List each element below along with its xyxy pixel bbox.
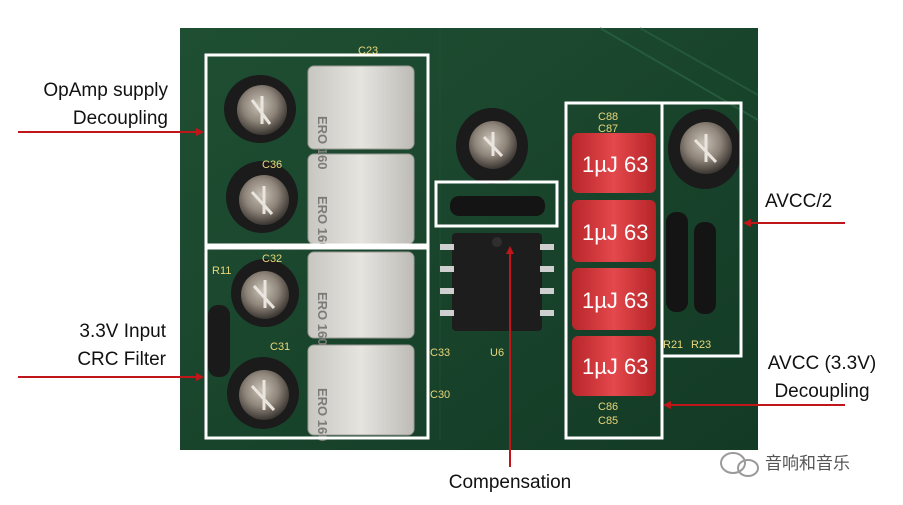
red-capacitor-group [572,133,656,396]
watermark-text: 音响和音乐 [765,454,850,473]
electrolytic-capacitor [668,109,742,189]
avcc-half-box [660,101,743,358]
electrolytic-capacitor [231,259,299,327]
label-r11: R11 [212,265,231,277]
resistor [666,212,688,312]
callout-input-filter: 3.3V Input CRC Filter [10,318,166,374]
callout-line: 3.3V Input [79,321,166,342]
callout-line: CRC Filter [77,349,166,370]
opamp-ic [440,233,554,331]
capacitor-markings: 1µJ 63 1µJ 63 1µJ 63 1µJ 63 [582,152,649,379]
cap-marking: 1µJ 63 [582,354,649,379]
label-r21: R21 [663,339,683,351]
highlight-boxes [204,53,743,440]
label-c23: C23 [358,45,378,57]
electrolytic-capacitor [227,357,299,429]
electrolytic-capacitor [456,108,528,184]
film-capacitor [307,65,415,150]
label-c87: C87 [598,123,618,135]
electrolytic-capacitor [226,161,298,233]
svg-text:ERO 160: ERO 160 [315,388,330,441]
input-filter-box [204,246,430,440]
callout-line: Decoupling [72,108,168,129]
label-c30: C30 [430,389,450,401]
opamp-decoupling-box [204,53,430,247]
label-c31: C31 [270,341,290,353]
callout-line: Decoupling [774,381,870,402]
callout-line: OpAmp supply [43,80,168,101]
callout-avcc-half: AVCC/2 [765,191,833,212]
label-c32: C32 [262,253,282,265]
resistor [208,305,230,377]
callout-line: AVCC (3.3V) [767,353,877,374]
label-c33: C33 [430,347,450,359]
cap-marking: 1µJ 63 [582,288,649,313]
callout-opamp-decoupling: OpAmp supply Decoupling [10,77,168,133]
svg-text:ERO 160: ERO 160 [315,292,330,345]
compensation-resistor [450,196,545,216]
compensation-box [434,180,559,228]
film-capacitor [307,344,415,436]
silkscreen: C23 C36 C32 R11 C31 C33 U6 C30 C88 C87 C… [212,45,711,427]
callout-arrows [18,128,845,467]
label-c86: C86 [598,401,618,413]
label-c88: C88 [598,111,618,123]
resistor [694,222,716,314]
svg-text:ERO 160: ERO 160 [315,196,330,249]
label-c36: C36 [262,159,282,171]
cap-marking: 1µJ 63 [582,152,649,177]
label-r23: R23 [691,339,711,351]
watermark-logo-icon [720,452,759,477]
svg-text:ERO 160: ERO 160 [315,116,330,169]
label-c85: C85 [598,415,618,427]
callout-avcc-decoupling: AVCC (3.3V) Decoupling [755,350,889,406]
callout-compensation: Compensation [448,472,572,493]
label-u6: U6 [490,347,504,359]
cap-marking: 1µJ 63 [582,220,649,245]
film-capacitor [307,251,415,339]
electrolytic-capacitor [224,75,296,143]
